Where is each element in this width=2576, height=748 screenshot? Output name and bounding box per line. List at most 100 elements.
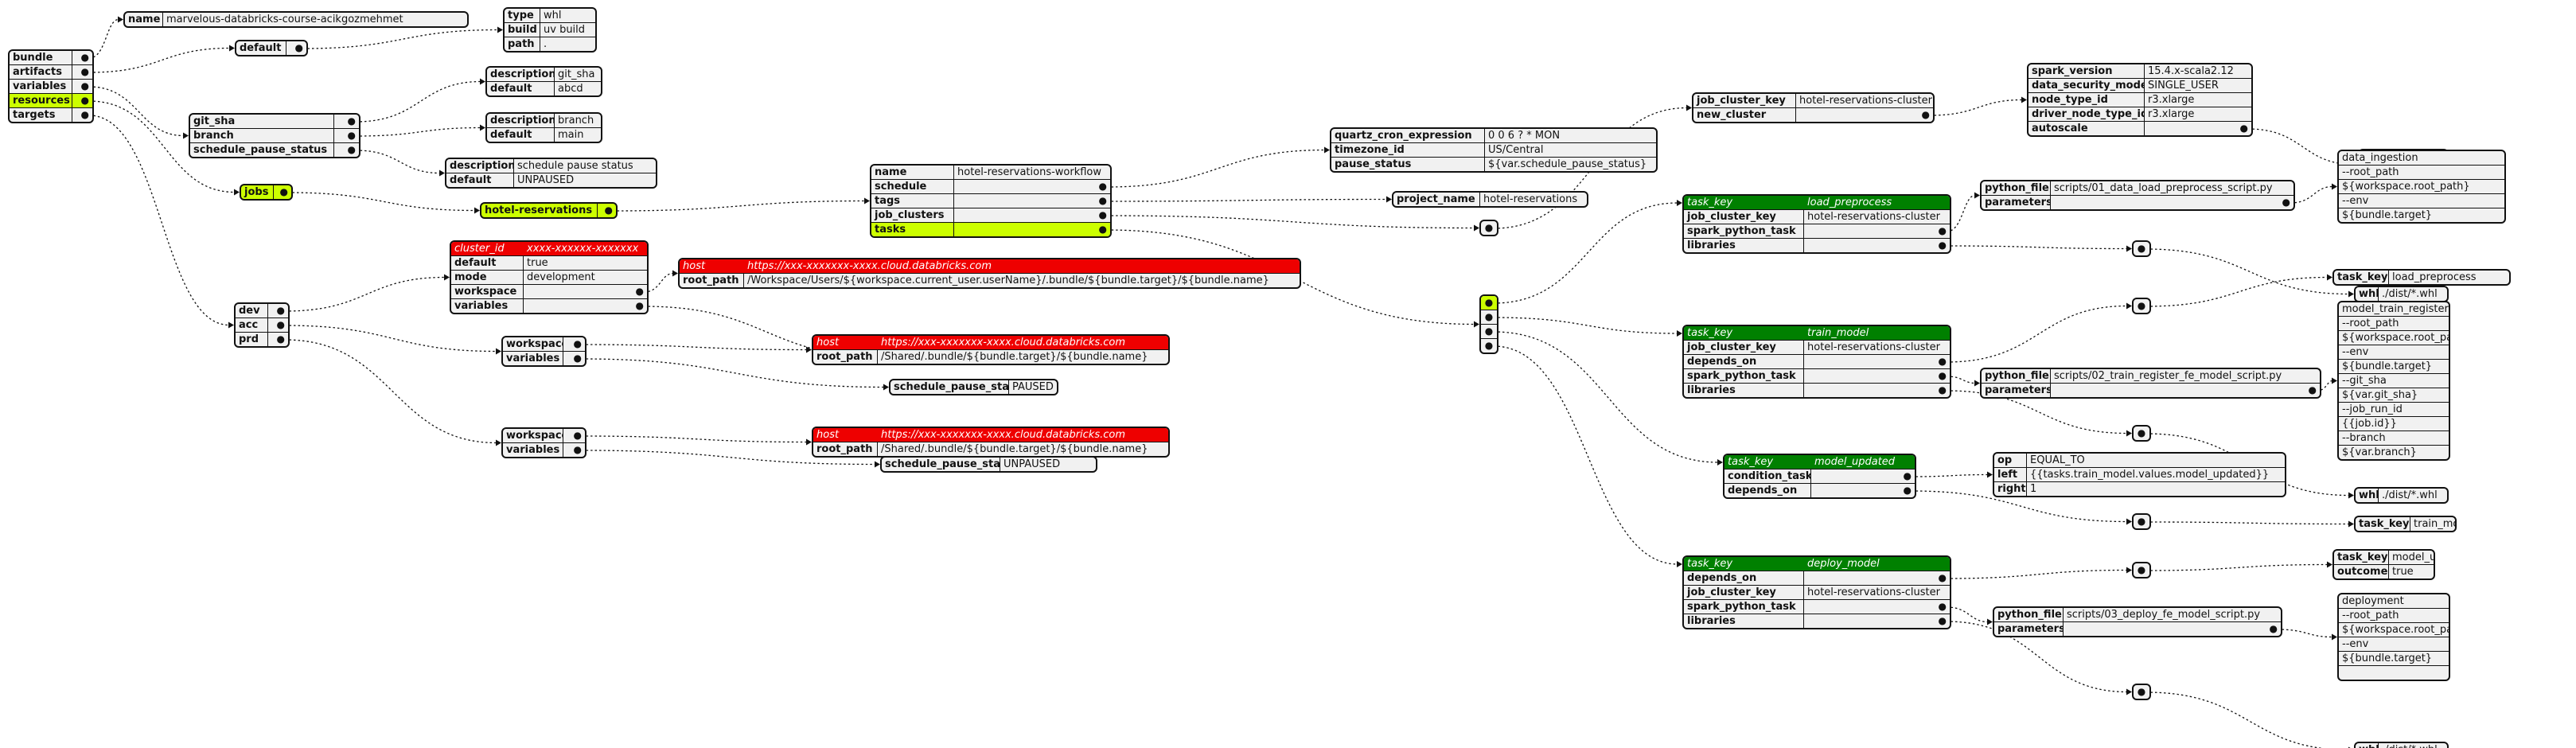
value-label: schedule pause status bbox=[513, 159, 656, 173]
t1-whl-node: whl./dist/*.whl bbox=[2354, 286, 2449, 302]
key-label: depends_on bbox=[1687, 572, 1757, 584]
link-dot-icon: ● bbox=[276, 319, 285, 330]
key-label: job_cluster_key bbox=[1687, 211, 1776, 223]
arrowhead-icon bbox=[2126, 567, 2132, 574]
node-row: schedule● bbox=[871, 179, 1110, 193]
arrowhead-icon bbox=[1474, 321, 1479, 328]
arrowhead-icon bbox=[1677, 330, 1682, 337]
value-label: train_model bbox=[1807, 327, 1869, 339]
key-label: default bbox=[490, 83, 532, 95]
node-row: --env bbox=[2339, 637, 2449, 651]
node-row: bundle● bbox=[10, 51, 92, 64]
arrowhead-icon bbox=[1974, 380, 1980, 387]
key-label: job_cluster_key bbox=[1697, 95, 1786, 107]
connector-edge bbox=[1946, 245, 2128, 250]
value-item: ${var.branch} bbox=[2342, 446, 2417, 458]
node-row: hotel-reservations● bbox=[481, 204, 616, 217]
node-row: ${bundle.target} bbox=[2339, 359, 2449, 373]
value-label: /Shared/.bundle/${bundle.target}/${bundl… bbox=[877, 350, 1168, 364]
value-item: ${bundle.target} bbox=[2342, 360, 2433, 372]
key-label: libraries bbox=[1687, 615, 1736, 627]
link-dot-icon: ● bbox=[1921, 109, 1930, 120]
value-item bbox=[2339, 666, 2345, 680]
node-row: --root_path bbox=[2339, 608, 2449, 622]
link-dot-icon: ● bbox=[2282, 197, 2290, 208]
node-row: schedule_pause_statusPAUSED bbox=[890, 380, 1057, 394]
value-label: uv build bbox=[540, 23, 595, 37]
value-label: git_sha bbox=[554, 68, 601, 81]
node-row: whl./dist/*.whl bbox=[2356, 489, 2447, 502]
node-row: {{job.id}} bbox=[2339, 416, 2449, 430]
node-row: ${workspace.root_path} bbox=[2339, 622, 2449, 637]
connector-edge bbox=[1493, 202, 1678, 304]
node-row: root_path/Shared/.bundle/${bundle.target… bbox=[813, 442, 1168, 456]
list-item-dot-icon: ● bbox=[1484, 297, 1494, 308]
arrowhead-icon bbox=[1324, 146, 1330, 154]
list-item-dot-icon: ● bbox=[2137, 516, 2146, 527]
key-label: job_cluster_key bbox=[1687, 586, 1776, 598]
value-label: xxxx-xxxxxx-xxxxxxx bbox=[527, 243, 639, 255]
arrowhead-icon bbox=[2021, 96, 2027, 103]
connector-edge bbox=[284, 276, 446, 312]
connector-edge bbox=[1946, 606, 1989, 623]
key-label: tags bbox=[875, 195, 901, 207]
t2-depends-on-list-pill: ● bbox=[2132, 298, 2151, 314]
link-dot-icon: ● bbox=[276, 305, 285, 316]
value-label: hotel-reservations-cluster bbox=[1803, 210, 1950, 224]
key-label: jobs bbox=[244, 186, 269, 198]
arrowhead-icon bbox=[1386, 196, 1392, 203]
jobs-node: jobs● bbox=[240, 184, 293, 201]
link-dot-icon: ● bbox=[604, 205, 613, 216]
node-row: jobs● bbox=[241, 185, 291, 199]
link-dot-icon: ● bbox=[573, 338, 582, 349]
link-dot-icon: ● bbox=[347, 115, 356, 127]
key-label: variables bbox=[454, 300, 509, 312]
link-dot-icon: ● bbox=[1938, 601, 1947, 612]
value-label: main bbox=[554, 128, 601, 142]
targets-node: dev●acc●prd● bbox=[234, 302, 290, 348]
arrowhead-icon bbox=[806, 438, 812, 446]
key-label: python_file bbox=[1985, 370, 2049, 382]
key-label: spark_version bbox=[2032, 65, 2113, 77]
value-label: r3.xlarge bbox=[2144, 107, 2251, 121]
node-row: workspace● bbox=[503, 429, 585, 442]
key-label: schedule bbox=[875, 181, 927, 193]
key-label: task_key bbox=[1687, 327, 1733, 339]
list-item-dot-icon: ● bbox=[2137, 243, 2146, 254]
node-row: parameters● bbox=[1982, 195, 2293, 209]
node-row: parameters● bbox=[1994, 621, 2281, 636]
node-row: depends_on● bbox=[1684, 354, 1950, 368]
connector-edge bbox=[2290, 185, 2333, 204]
key-label: parameters bbox=[1985, 384, 2050, 396]
node-row: job_cluster_key hotel-reservations-cluste… bbox=[1693, 94, 1933, 107]
link-dot-icon: ● bbox=[573, 430, 582, 441]
arrowhead-icon bbox=[2126, 518, 2132, 525]
value-label: https://xxx-xxxxxxx-xxxx.cloud.databrick… bbox=[881, 429, 1125, 441]
key-label: whl bbox=[2359, 288, 2378, 300]
key-label: root_path bbox=[816, 443, 873, 455]
key-label: autoscale bbox=[2032, 123, 2088, 134]
target-prd-node: workspace●variables● bbox=[501, 427, 587, 458]
key-label: targets bbox=[13, 109, 56, 121]
arrowhead-icon bbox=[2126, 430, 2132, 437]
value-label: hotel-reservations-cluster bbox=[1795, 94, 1933, 107]
connector-edge bbox=[1493, 345, 1678, 565]
